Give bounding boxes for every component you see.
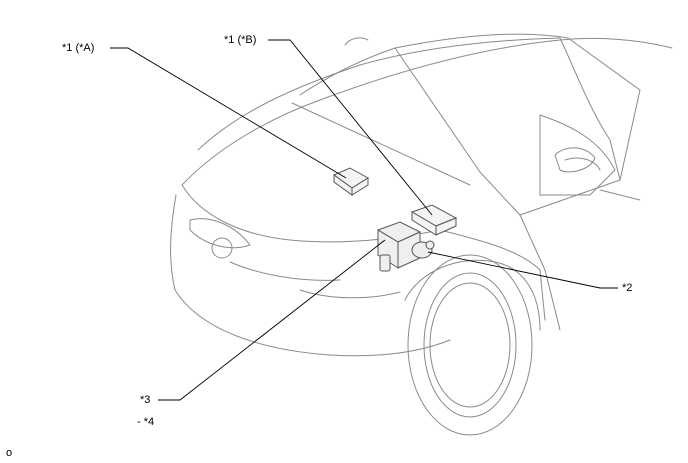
callout-part-4: - *4: [137, 416, 155, 428]
ecm-b-component: [410, 204, 458, 236]
callout-part-2: *2: [622, 282, 633, 294]
ecm-a-component: [332, 167, 369, 196]
leader-ecm-b: [268, 39, 433, 216]
actuator-assembly: [376, 221, 435, 272]
callout-part-3: *3: [140, 394, 151, 406]
leader-ecm-a: [110, 47, 347, 179]
leader-part-3: [158, 239, 386, 401]
vehicle-outline: [170, 33, 673, 436]
callout-ecm-a: *1 (*A): [62, 42, 95, 54]
callout-ecm-b: *1 (*B): [224, 34, 257, 46]
leader-part-2: [427, 251, 618, 289]
leader-lines: [110, 39, 618, 401]
corner-mark: o: [6, 447, 13, 459]
